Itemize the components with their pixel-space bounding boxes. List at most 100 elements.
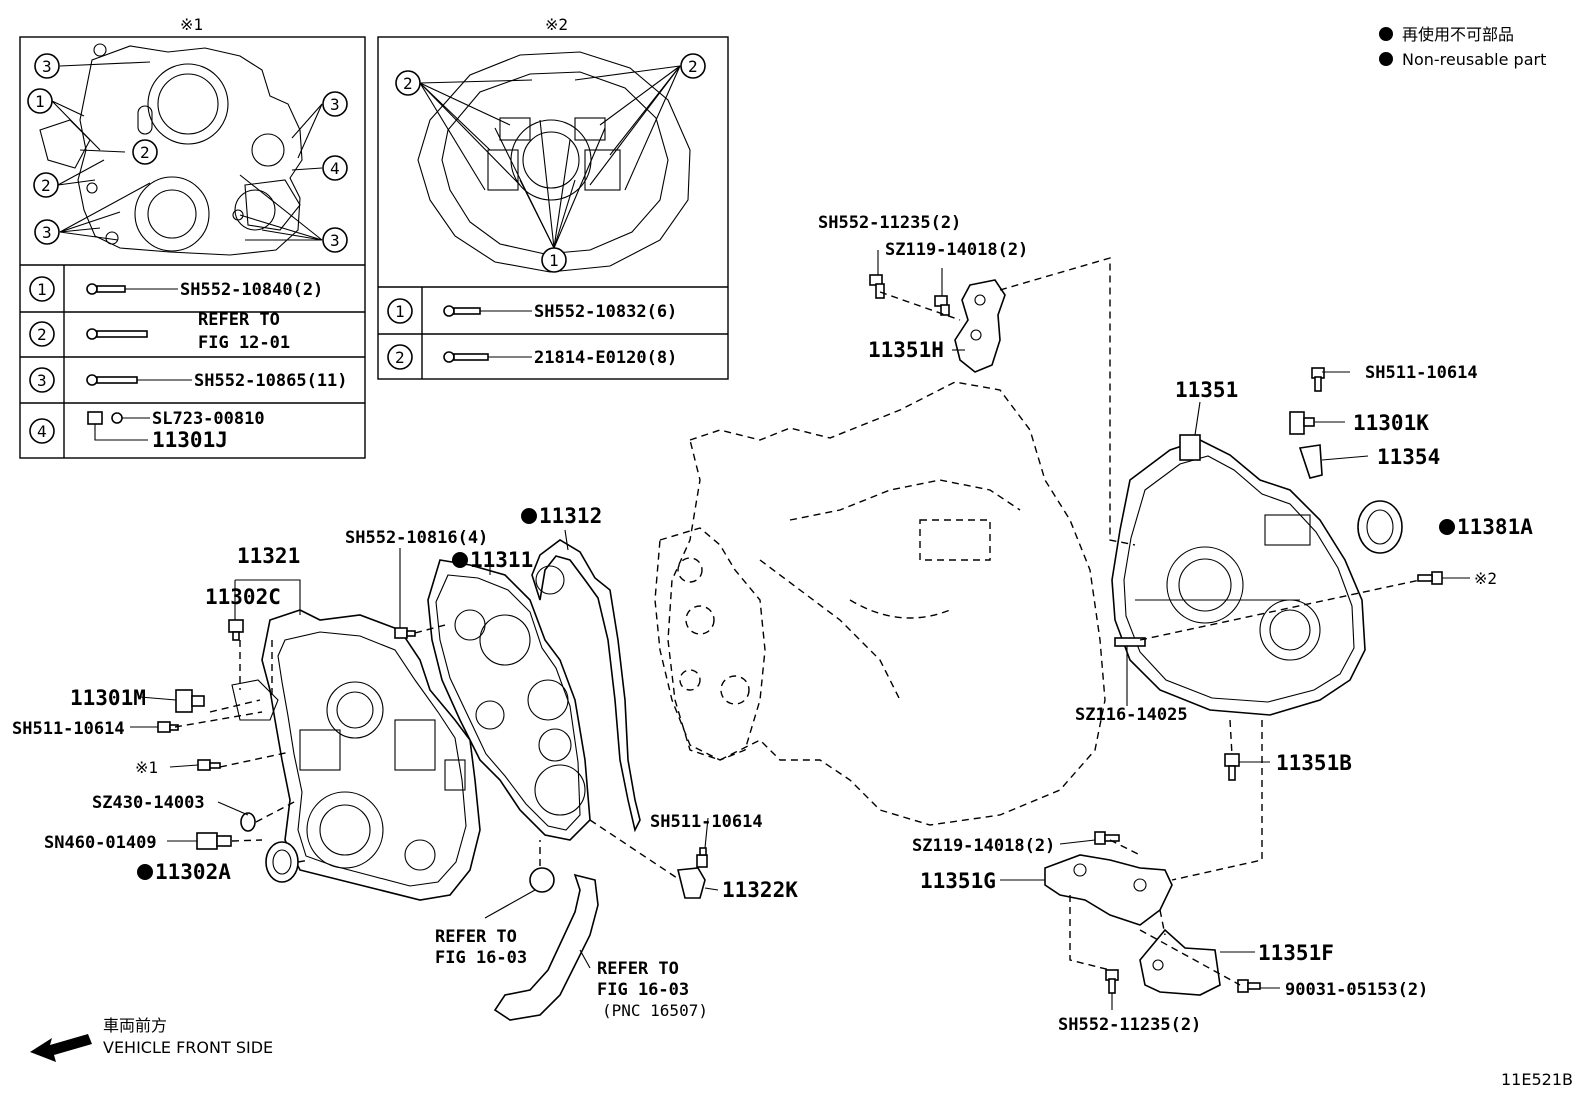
inset-1-table: 1 SH552-10840(2) 2 REFER TO FIG 12-01 3 …	[29, 276, 348, 452]
label-sh511-10614-mid: SH511-10614	[650, 812, 763, 832]
bolt-icon	[869, 274, 885, 299]
legend-jp: 再使用不可部品	[1402, 25, 1514, 44]
bolt-icon	[394, 627, 416, 639]
label-11351b: 11351B	[1276, 751, 1352, 775]
part-number: SL723-00810	[152, 409, 265, 429]
refer-to: REFER TO	[198, 310, 280, 330]
label-sz430-14003: SZ430-14003	[92, 793, 205, 813]
part-number: SH552-10865(11)	[194, 371, 348, 391]
label-11351h: 11351H	[868, 338, 944, 362]
table-row: 1 SH552-10840(2)	[29, 276, 323, 302]
bolt-icon	[228, 619, 244, 641]
label-refer-to-1: REFER TO	[435, 927, 517, 947]
inset-1-title: ※1	[180, 15, 203, 34]
table-row: 2 21814-E0120(8)	[387, 344, 677, 370]
bracket-11351f	[1139, 928, 1221, 996]
svg-text:2: 2	[395, 348, 405, 367]
label-90031-05153: 90031-05153(2)	[1285, 980, 1428, 1000]
bolt-icon	[86, 328, 148, 340]
label-11354: 11354	[1377, 445, 1440, 469]
o-ring-icon	[529, 867, 555, 893]
washer-icon	[240, 812, 256, 832]
non-reusable-dot-icon	[1439, 519, 1455, 535]
sensor-11301m	[175, 689, 205, 713]
label-mark-2: ※2	[1474, 569, 1497, 588]
hose-icon	[493, 873, 599, 1021]
label-11322k: 11322K	[722, 878, 798, 902]
label-11311: 11311	[470, 548, 533, 572]
label-sh511-10614-left: SH511-10614	[12, 719, 125, 739]
svg-text:1: 1	[395, 302, 405, 321]
label-11351: 11351	[1175, 378, 1238, 402]
label-mark-1: ※1	[135, 758, 158, 777]
bolt-icon	[86, 374, 138, 386]
inset-1-leaders	[51, 61, 323, 241]
svg-text:3: 3	[42, 223, 52, 242]
svg-text:4: 4	[330, 159, 340, 178]
non-reusable-dot-icon	[521, 508, 537, 524]
svg-text:1: 1	[35, 92, 45, 111]
bolt-icon	[1237, 979, 1261, 993]
label-11381a: 11381A	[1457, 515, 1533, 539]
part-number: SH552-10832(6)	[534, 302, 677, 322]
legend: 再使用不可部品 Non-reusable part	[1379, 25, 1546, 69]
label-11301k: 11301K	[1353, 411, 1429, 435]
label-refer-fig-2: FIG 16-03	[597, 980, 689, 1000]
svg-text:2: 2	[41, 176, 51, 195]
svg-text:2: 2	[688, 57, 698, 76]
oil-seal-11381a	[1357, 500, 1403, 554]
label-sn460-01409: SN460-01409	[44, 833, 157, 853]
part-number: 21814-E0120(8)	[534, 348, 677, 368]
front-en: VEHICLE FRONT SIDE	[103, 1038, 273, 1057]
bolt-icon	[934, 295, 950, 316]
stud-icon	[1114, 637, 1146, 647]
engine-block-outline	[667, 381, 1106, 826]
part-number: SH552-10840(2)	[180, 280, 323, 300]
label-11302c: 11302C	[205, 585, 281, 609]
inset-2: ※2	[377, 15, 729, 380]
plug-11351b	[1224, 753, 1240, 781]
part-number: 11301J	[152, 428, 228, 452]
svg-text:2: 2	[37, 325, 47, 344]
oil-seal-11302a	[265, 841, 299, 883]
refer-fig: FIG 12-01	[198, 333, 290, 353]
inset-2-table: 1 SH552-10832(6) 2 21814-E0120(8)	[387, 298, 677, 370]
table-row: 4 SL723-00810 11301J	[29, 409, 265, 452]
label-11351f: 11351F	[1258, 941, 1334, 965]
svg-text:1: 1	[549, 251, 559, 270]
cap-11354	[1298, 444, 1323, 479]
non-reusable-dot-icon	[1379, 27, 1393, 41]
bracket-11322k	[676, 867, 706, 899]
svg-text:3: 3	[330, 95, 340, 114]
label-sh511-10614-right: SH511-10614	[1365, 363, 1478, 383]
label-sz119-14018-bottom: SZ119-14018(2)	[912, 836, 1055, 856]
svg-text:2: 2	[403, 74, 413, 93]
flywheel-housing-view	[417, 51, 691, 273]
svg-text:3: 3	[330, 231, 340, 250]
bolt-icon	[443, 351, 489, 363]
legend-en: Non-reusable part	[1402, 50, 1546, 69]
label-refer-pnc: (PNC 16507)	[602, 1001, 708, 1020]
inset-2-title: ※2	[545, 15, 568, 34]
non-reusable-dot-icon	[452, 552, 468, 568]
bolt-icon	[86, 283, 126, 295]
non-reusable-dot-icon	[137, 864, 153, 880]
plug-icon	[196, 832, 232, 850]
label-11301m: 11301M	[70, 686, 146, 710]
svg-text:2: 2	[140, 143, 150, 162]
bolt-icon	[1311, 367, 1325, 392]
label-sz116-14025: SZ116-14025	[1075, 705, 1188, 725]
front-jp: 車両前方	[103, 1016, 167, 1035]
table-row: 1 SH552-10832(6)	[387, 298, 677, 324]
svg-text:4: 4	[37, 422, 47, 441]
flywheel-housing-11351	[1111, 434, 1366, 716]
assembly-dashed-lines	[174, 257, 1421, 986]
timing-cover-plate-11311	[427, 559, 591, 841]
diagram-code: 11E521B	[1501, 1070, 1573, 1089]
label-11351g: 11351G	[920, 869, 996, 893]
bracket-11351h	[954, 279, 1006, 373]
bolt-icon	[1105, 969, 1119, 994]
label-sh552-11235-top: SH552-11235(2)	[818, 213, 961, 233]
table-row: 3 SH552-10865(11)	[29, 367, 348, 393]
